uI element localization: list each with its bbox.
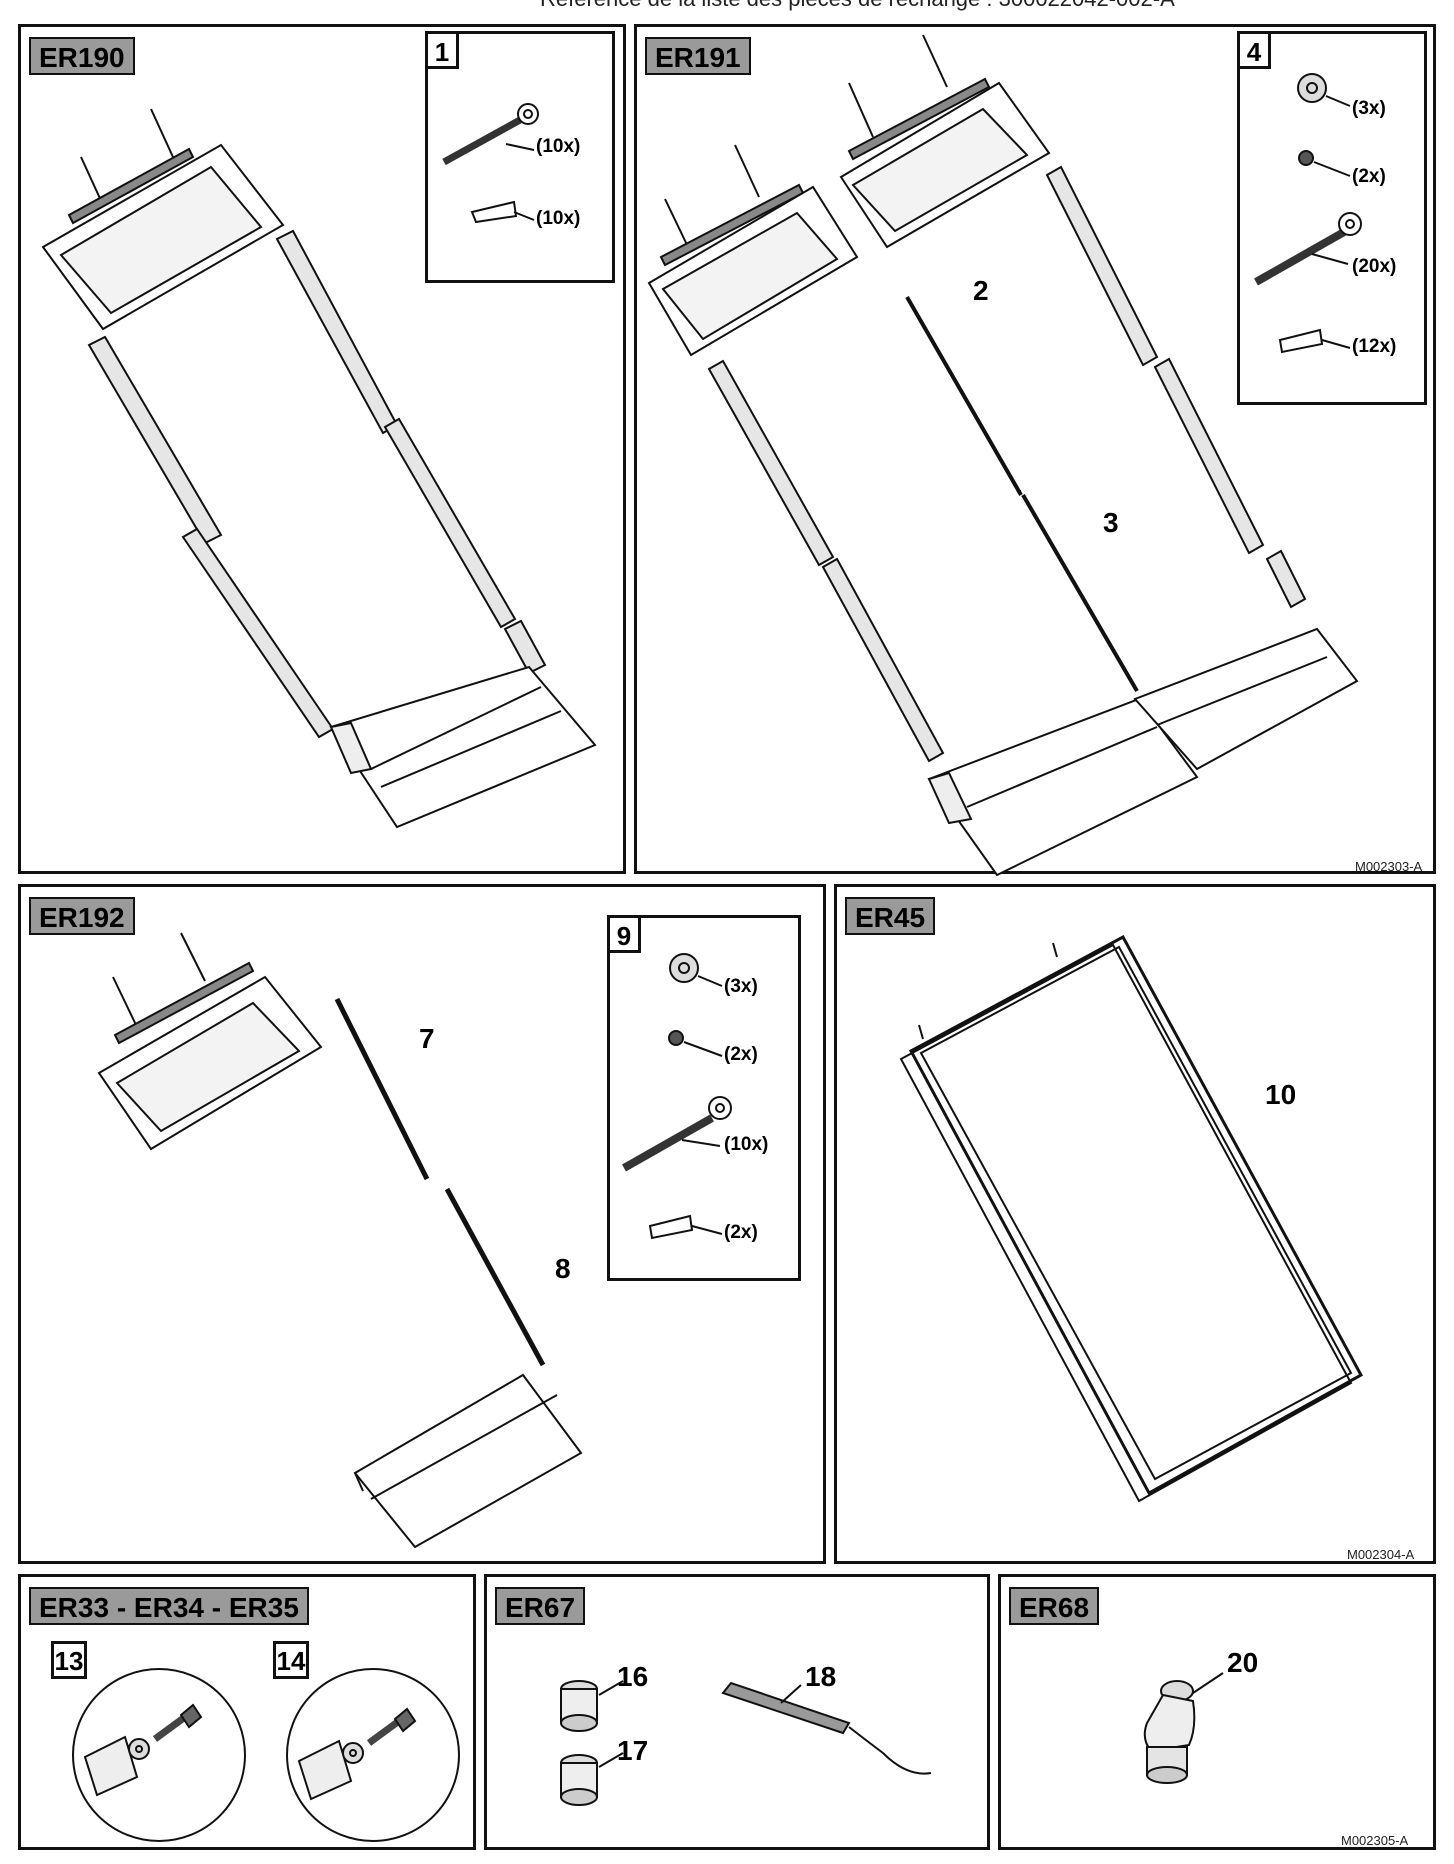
detail-number: 13: [51, 1641, 87, 1679]
drawing-code: M002304-A: [1347, 1547, 1415, 1562]
callout-number: 3: [1103, 507, 1119, 538]
elbow-fitting-drawing: [1143, 1672, 1224, 1784]
qty-label: (10x): [536, 136, 581, 157]
qty-label: (10x): [536, 208, 581, 229]
kit-4-parts-drawing: [1254, 73, 1362, 354]
callout-number: 17: [617, 1735, 649, 1766]
callout-number: 7: [419, 1023, 435, 1054]
qty-label: (3x): [1352, 98, 1386, 119]
panel-er67: ER67 16 17 18: [484, 1574, 990, 1850]
panel-title: ER67: [495, 1587, 586, 1625]
er190-flashing-drawing: [41, 108, 597, 829]
panel-er33-er34-er35: ER33 - ER34 - ER35 13 14: [18, 1574, 476, 1850]
drawing-code: M002305-A: [1341, 1833, 1409, 1848]
callout-number: 18: [805, 1661, 837, 1692]
callout-number: 2: [973, 275, 989, 306]
panel-title: ER45: [845, 897, 936, 935]
kit-4-box: 4 (3x) (2x) (20x) (12x): [1237, 31, 1427, 405]
er192-flashing-drawing: [97, 932, 583, 1549]
panel-er68: ER68 20 M002305-A: [998, 1574, 1436, 1850]
callout-number: 16: [617, 1661, 649, 1692]
qty-label: (2x): [1352, 166, 1386, 187]
detail-number: 14: [273, 1641, 309, 1679]
qty-label: (12x): [1352, 336, 1397, 357]
panel-er190: ER190 1: [18, 24, 626, 874]
qty-label: (3x): [724, 976, 758, 997]
panel-title: ER192: [29, 897, 135, 935]
callout-number: 20: [1227, 1647, 1259, 1678]
kit-9-parts-drawing: [622, 953, 732, 1240]
page-header: Référence de la liste des pièces de rech…: [540, 0, 1440, 12]
panel-title: ER191: [645, 37, 751, 75]
callout-number: 10: [1265, 1079, 1297, 1110]
qty-label: (20x): [1352, 256, 1397, 277]
qty-label: (10x): [724, 1134, 769, 1155]
panel-title: ER68: [1009, 1587, 1100, 1625]
fittings-drawing: [560, 1680, 932, 1806]
panel-er192: ER192 7 8 9: [18, 884, 826, 1564]
kit-1-box: 1 (10x) (10x): [425, 31, 615, 283]
panel-title: ER33 - ER34 - ER35: [29, 1587, 309, 1625]
kit-number: 1: [425, 31, 459, 69]
kit-number: 9: [607, 915, 641, 953]
callout-number: 8: [555, 1253, 571, 1284]
qty-label: (2x): [724, 1044, 758, 1065]
kit-9-box: 9 (3x) (2x) (10x) (2x): [607, 915, 801, 1281]
panel-er45: ER45 10 M002304-A: [834, 884, 1436, 1564]
fixing-details-drawing: [72, 1668, 460, 1842]
panel-title: ER190: [29, 37, 135, 75]
drawing-code: M002303-A: [1355, 859, 1423, 874]
qty-label: (2x): [724, 1222, 758, 1243]
collector-panel-drawing: [899, 934, 1364, 1503]
er191-flashing-drawing: [647, 34, 1359, 877]
panel-er191: ER191: [634, 24, 1436, 877]
kit-number: 4: [1237, 31, 1271, 69]
kit-1-parts-drawing: [442, 103, 539, 224]
